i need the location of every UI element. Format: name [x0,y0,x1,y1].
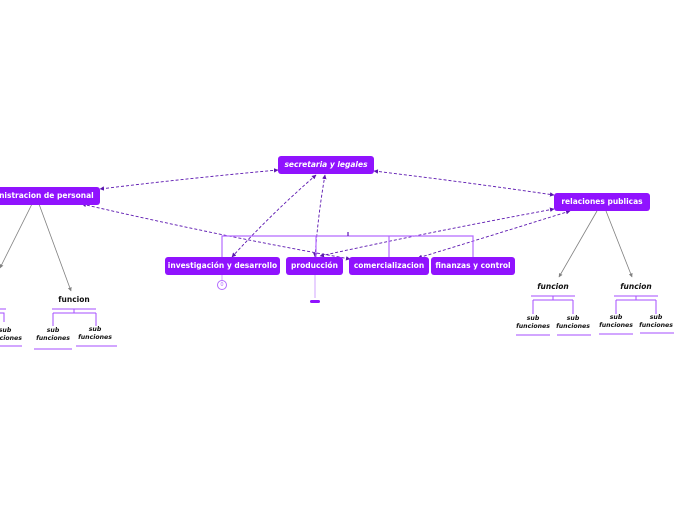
node-administracion-personal[interactable]: administracion de personal [0,187,100,205]
right-sub-funciones-1b[interactable]: sub funciones [556,315,590,330]
node-secretaria-legales[interactable]: secretaria y legales [278,156,374,174]
left-funcion-label[interactable]: funcion [58,295,90,304]
bottom-group-bracket [221,232,474,298]
node-finanzas-control[interactable]: finanzas y control [431,257,515,275]
right-sub-funciones-1a[interactable]: sub funciones [516,315,550,330]
node-produccion[interactable]: producción [286,257,343,275]
node-investigacion-desarrollo[interactable]: investigación y desarrollo [165,257,280,275]
left-sub-funciones-2[interactable]: sub funciones [78,326,112,341]
right-funcion-label-2[interactable]: funcion [620,282,652,291]
connector-right-produccion[interactable] [319,207,555,258]
relationship-connectors [81,168,571,261]
left-sub-funciones-1[interactable]: sub funciones [36,327,70,342]
connector-center-right[interactable] [373,169,555,197]
arrow-left-funcion [38,203,72,292]
add-child-handle[interactable] [310,300,320,303]
arrow-right-funcion-2 [605,210,633,278]
connector-left-comercializacion[interactable] [81,202,351,261]
node-comercializacion[interactable]: comercializacion [349,257,429,275]
right-sub-funciones-2a[interactable]: sub funciones [599,314,633,329]
sub-function-trees [0,295,674,350]
right-sub-funciones-2b[interactable]: sub funciones [639,314,673,329]
collapsed-count-badge[interactable]: 0 [217,280,227,290]
node-relaciones-publicas[interactable]: relaciones publicas [554,193,650,211]
function-arrows [0,203,633,292]
arrow-right-funcion-1 [558,210,598,278]
left-partial-sub-funciones[interactable]: sub funciones [0,327,22,342]
connector-center-left[interactable] [99,168,279,191]
connector-right-finanzas[interactable] [417,210,571,259]
right-funcion-label-1[interactable]: funcion [537,282,569,291]
arrow-left-offscreen [0,203,33,269]
